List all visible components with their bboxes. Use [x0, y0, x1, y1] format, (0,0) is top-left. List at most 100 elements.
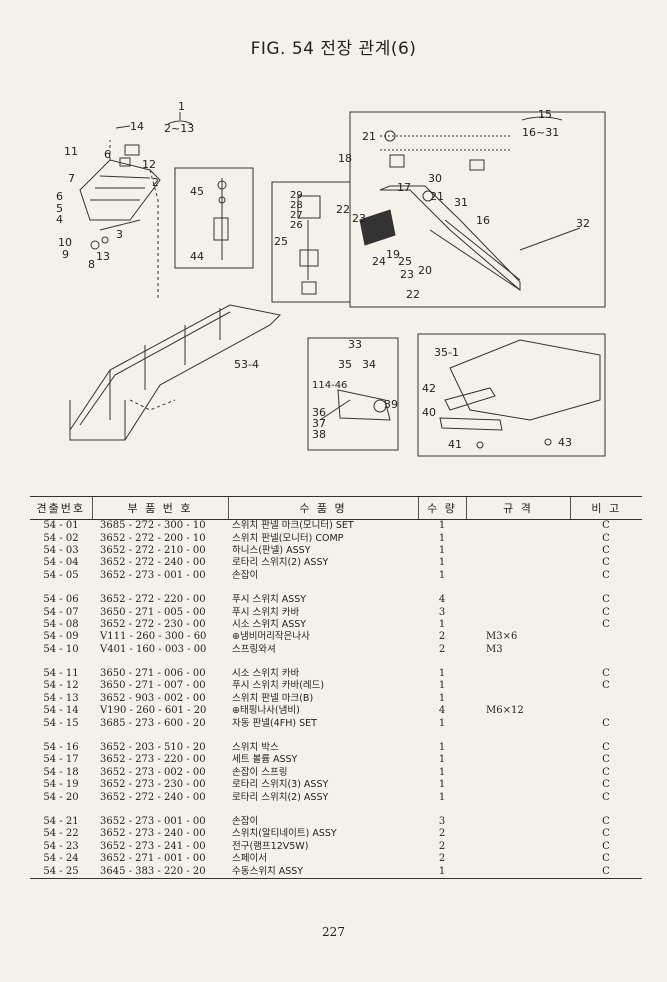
cell-name: 손잡이 스프링 [232, 766, 288, 778]
spacer-cell [30, 730, 92, 742]
cell-name: 스위치 박스 [232, 742, 279, 754]
cell-code: 54 - 03 [43, 544, 79, 556]
callout-10: 10 [58, 236, 72, 249]
cell-pn: 3652 - 272 - 240 - 00 [100, 791, 206, 803]
cell-name: 로타리 스위치(2) ASSY [232, 557, 329, 569]
callout-5: 5 [56, 202, 63, 215]
callout-3: 3 [116, 228, 123, 241]
cell-qty: 1 [438, 618, 446, 630]
header-part-number: 부 품 번 호 [91, 496, 228, 520]
cell-pn: 3652 - 272 - 210 - 00 [100, 544, 206, 556]
cell-pn: 3652 - 203 - 510 - 20 [100, 742, 206, 754]
callout-53-4: 53-4 [234, 358, 259, 371]
callout-22b: 22 [406, 288, 420, 301]
callout-17: 17 [397, 181, 411, 194]
spacer-cell [92, 804, 228, 816]
cell-name: 스위치 판넬 마크(B) [232, 692, 314, 704]
cell-note: C [602, 840, 610, 852]
cell-pn: V190 - 260 - 601 - 20 [100, 705, 207, 717]
cell-pn: 3645 - 383 - 220 - 20 [92, 865, 228, 879]
cell-spec [466, 754, 570, 766]
callout-4: 4 [56, 213, 63, 226]
cell-name: 로타리 스위치(3) ASSY [232, 779, 329, 791]
cell-spec [466, 680, 570, 692]
cell-pn: 3650 - 271 - 007 - 00 [100, 680, 206, 692]
cell-qty: 1 [438, 766, 446, 778]
cell-code: 54 - 22 [43, 828, 79, 840]
callout-19: 19 [386, 248, 400, 261]
cell-code: 54 - 10 [43, 643, 79, 655]
cell-spec [466, 779, 570, 791]
cell-qty: 2 [438, 631, 446, 643]
cell-note: C [602, 606, 610, 618]
callout-38: 38 [312, 428, 326, 441]
callout-2: 2 [152, 176, 159, 189]
callout-26: 26 [290, 220, 303, 231]
cell-pn: 3650 - 271 - 006 - 00 [100, 668, 206, 680]
cell-code: 54 - 04 [43, 557, 79, 569]
cell-note: C [602, 779, 610, 791]
callout-33: 33 [348, 338, 362, 351]
callout-35: 35 [338, 358, 352, 371]
spacer-cell [92, 730, 228, 742]
cell-qty: 1 [438, 680, 446, 692]
callout-21a: 21 [362, 130, 376, 143]
callout-40: 40 [422, 406, 436, 419]
cell-qty: 2 [438, 828, 446, 840]
callout-43: 43 [558, 436, 572, 449]
cell-note: C [602, 618, 610, 630]
cell-note: C [602, 532, 610, 544]
callout-12: 12 [142, 158, 156, 171]
cell-code: 54 - 11 [43, 668, 79, 680]
cell-note [570, 631, 642, 643]
cell-note: C [602, 594, 610, 606]
callout-30: 30 [428, 172, 442, 185]
cell-note: C [602, 766, 610, 778]
cell-qty: 1 [418, 865, 466, 879]
spacer-cell [418, 730, 466, 742]
callout-35-1: 35-1 [434, 346, 459, 359]
cell-name: 전구(램프12V5W) [232, 840, 309, 852]
cell-spec [466, 545, 570, 557]
cell-pn: 3652 - 272 - 230 - 00 [100, 618, 206, 630]
cell-qty: 1 [438, 742, 446, 754]
callout-23b: 23 [400, 268, 414, 281]
cell-note: C [570, 865, 642, 879]
cell-spec [466, 668, 570, 680]
cell-spec [466, 828, 570, 840]
diagram-drawing [69, 111, 606, 457]
callout-114-46: 114-46 [312, 380, 348, 391]
cell-pn: 3652 - 273 - 002 - 00 [100, 766, 206, 778]
callout-8: 8 [88, 258, 95, 271]
cell-pn: 3652 - 273 - 241 - 00 [100, 840, 206, 852]
cell-name: 손잡이 [232, 816, 259, 827]
cell-code: 54 - 19 [43, 779, 79, 791]
callout-20: 20 [418, 264, 432, 277]
cell-spec [466, 841, 570, 853]
cell-spec [466, 532, 570, 544]
cell-qty: 1 [438, 668, 446, 680]
cell-spec [466, 594, 570, 606]
cell-code: 54 - 12 [43, 680, 79, 692]
header-spec: 규 격 [465, 496, 570, 520]
cell-qty: 1 [438, 557, 446, 569]
cell-note: C [602, 754, 610, 766]
callout-31: 31 [454, 196, 468, 209]
callout-16: 16 [476, 214, 490, 227]
cell-code: 54 - 16 [43, 742, 79, 754]
cell-name: 자동 판넬(4FH) SET [232, 717, 317, 729]
cell-name: 스위치(알티네이트) ASSY [232, 828, 337, 840]
cell-name: 푸시 스위치 카바 [232, 606, 300, 618]
spacer-cell [570, 730, 642, 742]
figure-title: FIG. 54 전장 관계(6) [250, 39, 417, 59]
spacer-cell [228, 804, 418, 816]
cell-code: 54 - 07 [43, 606, 79, 618]
